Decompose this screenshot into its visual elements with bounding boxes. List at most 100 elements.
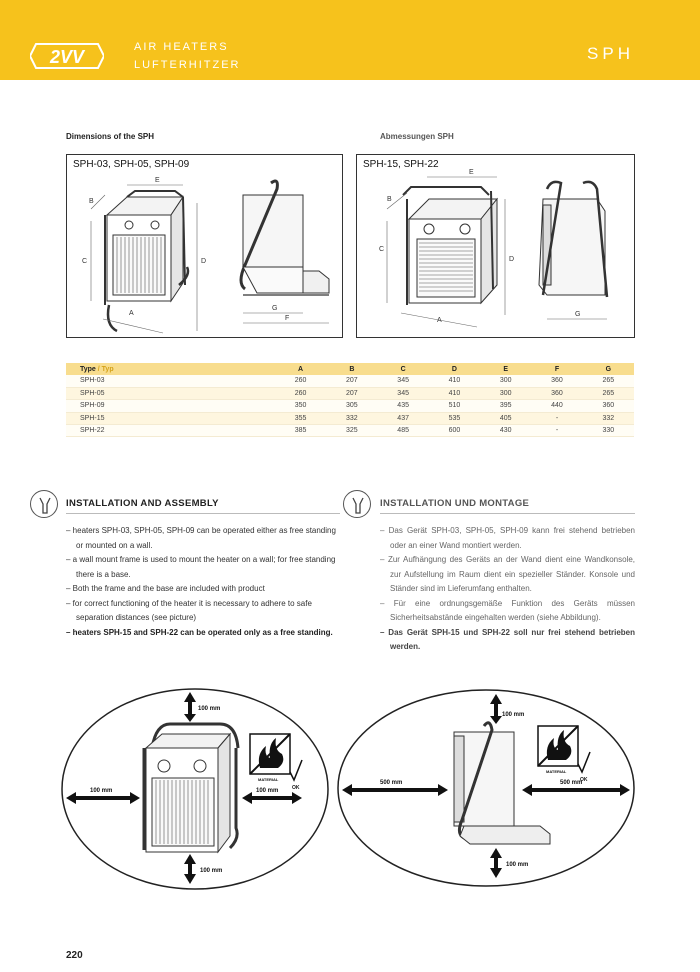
table-cell: 260 (274, 387, 327, 401)
dim-label-d: D (201, 258, 206, 265)
table-cell: SPH-05 (66, 387, 275, 401)
dimension-figure-large-models: E B C D A G SPH-15, SPH-22 (356, 154, 635, 338)
table-cell: SPH-15 (66, 412, 275, 426)
table-header-col: B (326, 363, 378, 375)
table-cell: 345 (377, 375, 429, 388)
page-header: 2VV AIR HEATERS LUFTERHITZER SPH (0, 0, 700, 80)
header-titles: AIR HEATERS LUFTERHITZER (134, 38, 241, 74)
table-cell: 510 (428, 399, 481, 413)
heater-dimension-drawing-1: E B C D A G F (82, 177, 330, 334)
table-cell: 260 (274, 375, 327, 388)
list-item: – heaters SPH-03, SPH-05, SPH-09 can be … (66, 526, 336, 550)
table-cell: 430 (480, 424, 532, 438)
table-header-type: Type / Typ (66, 363, 275, 375)
table-cell: 330 (582, 424, 634, 438)
dim2-label-d: D (509, 256, 514, 263)
table-cell: 325 (326, 424, 378, 438)
ok-label: OK (292, 785, 300, 791)
table-cell: 345 (377, 387, 429, 401)
dim-label-a: A (129, 310, 134, 317)
table-cell: 300 (480, 375, 532, 388)
table-cell: 600 (428, 424, 481, 438)
product-code: SPH (587, 44, 634, 63)
table-cell: - (531, 424, 583, 438)
dim-label-c: C (82, 258, 87, 265)
table-header-col: D (428, 363, 481, 375)
dimensions-caption-de: Abmessungen SPH (380, 132, 454, 141)
table-cell: 485 (377, 424, 429, 438)
dimensions-caption-en: Dimensions of the SPH (66, 132, 155, 141)
brand-logo: 2VV (30, 43, 104, 69)
dim2-label-a: A (437, 317, 442, 324)
list-item: – Both the frame and the base are includ… (66, 584, 265, 593)
brand-logo-text: 2VV (49, 47, 86, 67)
table-cell: 305 (326, 399, 378, 413)
list-item: – Das Gerät SPH-15 und SPH-22 soll nur f… (380, 627, 635, 652)
table-cell: 395 (480, 399, 532, 413)
clearance2-left-label: 500 mm (380, 780, 402, 786)
clearance-bottom-label: 100 mm (200, 868, 222, 874)
clearance-left-label: 100 mm (90, 788, 112, 794)
clearance-top-label: 100 mm (198, 706, 220, 712)
table-cell: 207 (326, 375, 378, 388)
table-cell: 535 (428, 412, 481, 426)
clearance-diagram-free-standing: 100 mm 100 mm 500 mm 500 mm MATERIAL OK (337, 689, 635, 887)
dim2-label-e: E (469, 169, 474, 176)
flammable-material-icon (537, 725, 591, 774)
list-item: – a wall mount frame is used to mount th… (66, 555, 336, 579)
list-item: – Zur Aufhängung des Geräts an der Wand … (380, 555, 635, 593)
material-label: MATERIAL (546, 769, 567, 774)
table-cell: 410 (428, 387, 481, 401)
table-header-col: G (582, 363, 634, 375)
clearance-diagram-wall: 100 mm 100 mm 100 mm 100 mm MATERIAL OK (61, 688, 329, 890)
installation-title-en: INSTALLATION AND ASSEMBLY (66, 498, 219, 509)
table-cell: 300 (480, 387, 532, 401)
table-cell: 360 (582, 399, 634, 413)
dim2-label-g: G (575, 311, 580, 318)
table-cell: 410 (428, 375, 481, 388)
table-header-col: C (377, 363, 429, 375)
table-cell: 360 (531, 387, 583, 401)
list-item: – Für eine ordnungsgemäße Funktion des G… (380, 598, 635, 623)
installation-list-de: – Das Gerät SPH-03, SPH-05, SPH-09 kann … (380, 524, 635, 655)
table-header-col: A (274, 363, 327, 375)
table-cell: 440 (531, 399, 583, 413)
dim-label-f: F (285, 315, 289, 322)
installation-list-en: – heaters SPH-03, SPH-05, SPH-09 can be … (66, 524, 336, 640)
table-cell: 355 (274, 412, 327, 426)
material-label: MATERIAL (258, 777, 279, 782)
table-header-col: E (480, 363, 532, 375)
figure-label-small-models: SPH-03, SPH-05, SPH-09 (73, 159, 190, 170)
heater-dimension-drawing-2: E B C D A G (379, 169, 609, 328)
flammable-material-icon (249, 733, 303, 782)
dim2-label-b: B (387, 196, 392, 203)
ok-label: OK (580, 777, 588, 783)
clearance-right-label: 100 mm (256, 788, 278, 794)
table-cell: 435 (377, 399, 429, 413)
table-header-row: Type / Typ A B C D E F G (66, 363, 634, 375)
table-header-col: F (531, 363, 583, 375)
table-cell: 350 (274, 399, 327, 413)
table-cell: 385 (274, 424, 327, 438)
table-cell: - (531, 412, 583, 426)
table-cell: 437 (377, 412, 429, 426)
list-item: – Das Gerät SPH-03, SPH-05, SPH-09 kann … (380, 526, 635, 550)
installation-title-de: INSTALLATION UND MONTAGE (380, 498, 530, 509)
wrench-icon (343, 490, 371, 518)
table-cell: 360 (531, 375, 583, 388)
table-cell: SPH-22 (66, 424, 275, 438)
table-cell: 265 (582, 387, 634, 401)
table-cell: 332 (582, 412, 634, 426)
clearance2-right-label: 500 mm (560, 780, 582, 786)
figure-label-large-models: SPH-15, SPH-22 (363, 159, 439, 170)
dimension-figure-small-models: E B C D A G F SPH-03, SPH-05, SPH-09 (66, 154, 343, 338)
dim-label-g: G (272, 305, 277, 312)
table-cell: 207 (326, 387, 378, 401)
page-number: 220 (66, 950, 83, 961)
clearance2-bottom-label: 100 mm (506, 862, 528, 868)
